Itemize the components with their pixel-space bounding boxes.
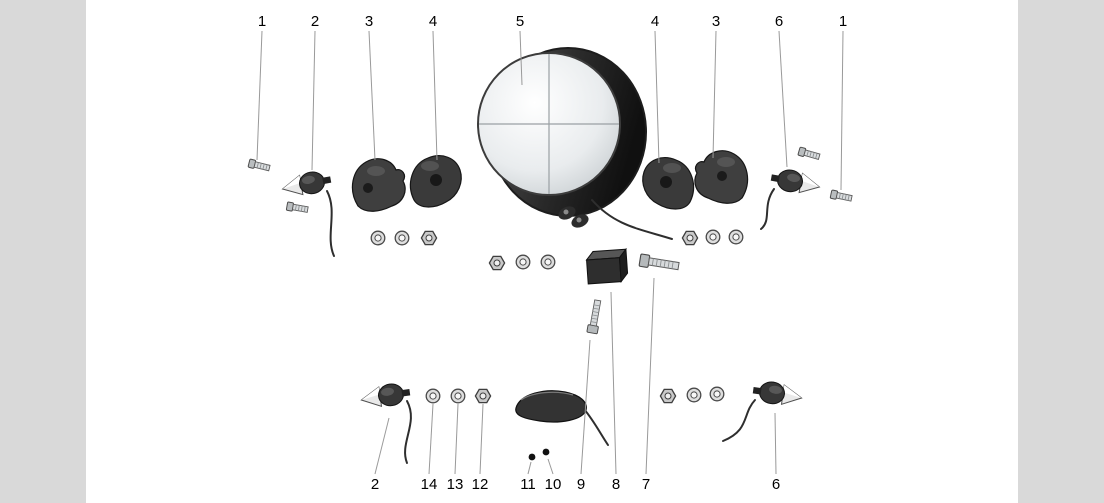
shell-wire — [583, 408, 609, 446]
callout-label-11[interactable]: 11 — [520, 476, 536, 493]
callout-label-4-left[interactable]: 4 — [429, 13, 437, 30]
leader-line-6-top — [778, 30, 788, 168]
callout-label-4-right[interactable]: 4 — [651, 13, 659, 30]
turn-signal-rear-left — [359, 381, 412, 464]
screw-top-right — [797, 146, 821, 162]
washer-right-2 — [728, 229, 744, 245]
grommet-dot-right — [542, 448, 550, 456]
leader-line-7 — [645, 277, 655, 475]
turn-signal-front-right — [760, 166, 822, 230]
headlamp-shell — [515, 390, 609, 446]
headlight-bracket-right-outer — [642, 157, 695, 210]
headlight — [477, 47, 673, 240]
washer-14 — [425, 388, 441, 404]
screw-top-left — [247, 158, 271, 173]
leader-line-3-left — [368, 30, 376, 161]
leader-line-6-bottom — [774, 412, 777, 475]
leader-line-4-left — [432, 30, 438, 161]
wire — [404, 400, 412, 464]
nut-left — [420, 230, 438, 246]
leader-line-3-right — [712, 30, 717, 159]
callout-label-3-left[interactable]: 3 — [365, 13, 373, 30]
callout-label-12[interactable]: 12 — [472, 476, 489, 493]
callout-label-1-top-right[interactable]: 1 — [839, 13, 847, 30]
washer-center-1 — [515, 254, 531, 270]
blinker-body — [768, 166, 822, 198]
headlight-bracket-right-inner — [694, 150, 749, 204]
callout-label-14[interactable]: 14 — [421, 476, 438, 493]
turn-signal-rear-right — [722, 379, 804, 442]
nut-right — [681, 230, 699, 246]
leader-line-10 — [547, 458, 554, 475]
wire — [326, 190, 335, 257]
grommet-dot-left — [528, 453, 536, 461]
callout-label-8[interactable]: 8 — [612, 476, 620, 493]
right-gutter — [1018, 0, 1104, 503]
blinker-body — [359, 381, 412, 411]
wire — [722, 399, 756, 442]
nut-bottom-right — [659, 388, 677, 404]
callout-label-9[interactable]: 9 — [577, 476, 585, 493]
leader-line-2-top — [311, 30, 316, 171]
washer-left-1 — [370, 230, 386, 246]
screw-left-lower — [285, 201, 309, 215]
nut-center — [488, 255, 506, 271]
leader-line-5-headlight — [519, 30, 523, 86]
headlight-bracket-left-inner — [351, 158, 406, 212]
callout-label-1-top-left[interactable]: 1 — [258, 13, 266, 30]
mount-screw — [586, 298, 604, 335]
headlight-bracket-left-outer — [409, 155, 462, 208]
washer-left-2 — [394, 230, 410, 246]
washer-bottom-right-1 — [686, 387, 702, 403]
washer-right-1 — [705, 229, 721, 245]
leader-line-2-bottom — [374, 417, 390, 475]
callout-label-3-right[interactable]: 3 — [712, 13, 720, 30]
leader-line-1-top-right — [840, 30, 844, 191]
wire — [760, 188, 775, 230]
rubber-damper — [585, 247, 629, 285]
washer-13 — [450, 388, 466, 404]
left-gutter — [0, 0, 86, 503]
leader-line-4-right — [654, 30, 660, 164]
blinker-body — [280, 168, 334, 200]
screw-right-lower — [829, 189, 853, 203]
headlight-wire — [591, 199, 673, 240]
callout-label-2-top[interactable]: 2 — [311, 13, 319, 30]
leader-line-9 — [580, 339, 591, 475]
leader-line-8 — [610, 291, 617, 475]
callout-label-6-top[interactable]: 6 — [775, 13, 783, 30]
blinker-body — [751, 379, 804, 409]
washer-bottom-right-2 — [709, 386, 725, 402]
nut-12 — [474, 388, 492, 404]
turn-signal-front-left — [280, 168, 335, 257]
callout-label-6-bottom[interactable]: 6 — [772, 476, 780, 493]
washer-center-2 — [540, 254, 556, 270]
callout-label-13[interactable]: 13 — [447, 476, 464, 493]
leader-line-11 — [527, 461, 532, 475]
hex-bolt — [638, 253, 681, 273]
callout-label-2-bottom[interactable]: 2 — [371, 476, 379, 493]
callout-label-10[interactable]: 10 — [545, 476, 562, 493]
callout-label-7[interactable]: 7 — [642, 476, 650, 493]
callout-label-5-headlight[interactable]: 5 — [516, 13, 524, 30]
leader-line-12 — [479, 403, 484, 475]
leader-line-13 — [454, 403, 459, 475]
leader-line-14 — [428, 403, 434, 475]
leader-line-1-top-left — [256, 30, 263, 161]
